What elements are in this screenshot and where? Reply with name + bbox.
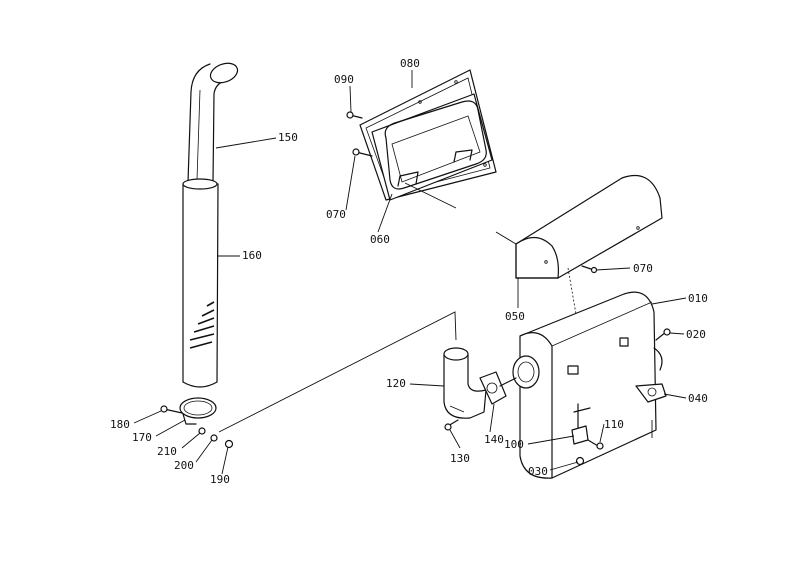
part-030-nut: [575, 456, 585, 466]
callout-170: 170: [132, 431, 152, 444]
callout-070-panel: 070: [326, 208, 346, 221]
part-200-washer: [210, 434, 218, 442]
part-210-washer: [198, 427, 206, 435]
callout-020: 020: [686, 328, 706, 341]
part-040-gasket: [635, 383, 667, 438]
part-180-clamp-bolt: [160, 405, 183, 414]
part-070-bolt-panel: [352, 148, 373, 157]
part-020-bolt: [653, 328, 671, 371]
part-060-panel-cover: [371, 93, 493, 201]
part-170-pipe-clamp: [179, 397, 217, 425]
callout-080: 080: [400, 57, 420, 70]
callout-120: 120: [386, 377, 406, 390]
callout-190: 190: [210, 473, 230, 486]
muffler-inlet-link: [499, 377, 517, 387]
callout-010: 010: [688, 292, 708, 305]
callout-050: 050: [505, 310, 525, 323]
part-070-bolt-shield: [581, 265, 598, 274]
part-120-elbow-pipe: [443, 347, 487, 419]
callout-150: 150: [278, 131, 298, 144]
callout-030: 030: [528, 465, 548, 478]
callout-200: 200: [174, 459, 194, 472]
part-150-exhaust-pipe-upper: [187, 62, 239, 183]
assembly-line-shield: [495, 231, 517, 245]
callout-090: 090: [334, 73, 354, 86]
part-190-nut: [224, 439, 234, 449]
part-090-bolt: [346, 111, 363, 119]
callout-160: 160: [242, 249, 262, 262]
part-050-heat-shield: [515, 174, 663, 279]
callout-180: 180: [110, 418, 130, 431]
callout-040: 040: [688, 392, 708, 405]
callout-210: 210: [157, 445, 177, 458]
assembly-line-pipe-to-elbow: [218, 311, 457, 433]
callout-060: 060: [370, 233, 390, 246]
callout-110: 110: [604, 418, 624, 431]
callout-140: 140: [484, 433, 504, 446]
callout-100: 100: [504, 438, 524, 451]
leader-lines: [133, 70, 687, 475]
part-010-muffler: [512, 291, 657, 479]
callout-labels: 150 160 090 080 070 060 050 070 010 020 …: [110, 57, 708, 486]
part-140-flange-gasket: [479, 371, 507, 405]
assembly-line-panel: [404, 182, 457, 209]
callout-130: 130: [450, 452, 470, 465]
callout-070-shield: 070: [633, 262, 653, 275]
part-130-bolt: [444, 419, 459, 431]
part-110-bolt: [587, 439, 604, 450]
part-160-exhaust-pipe-lower: [182, 178, 219, 388]
